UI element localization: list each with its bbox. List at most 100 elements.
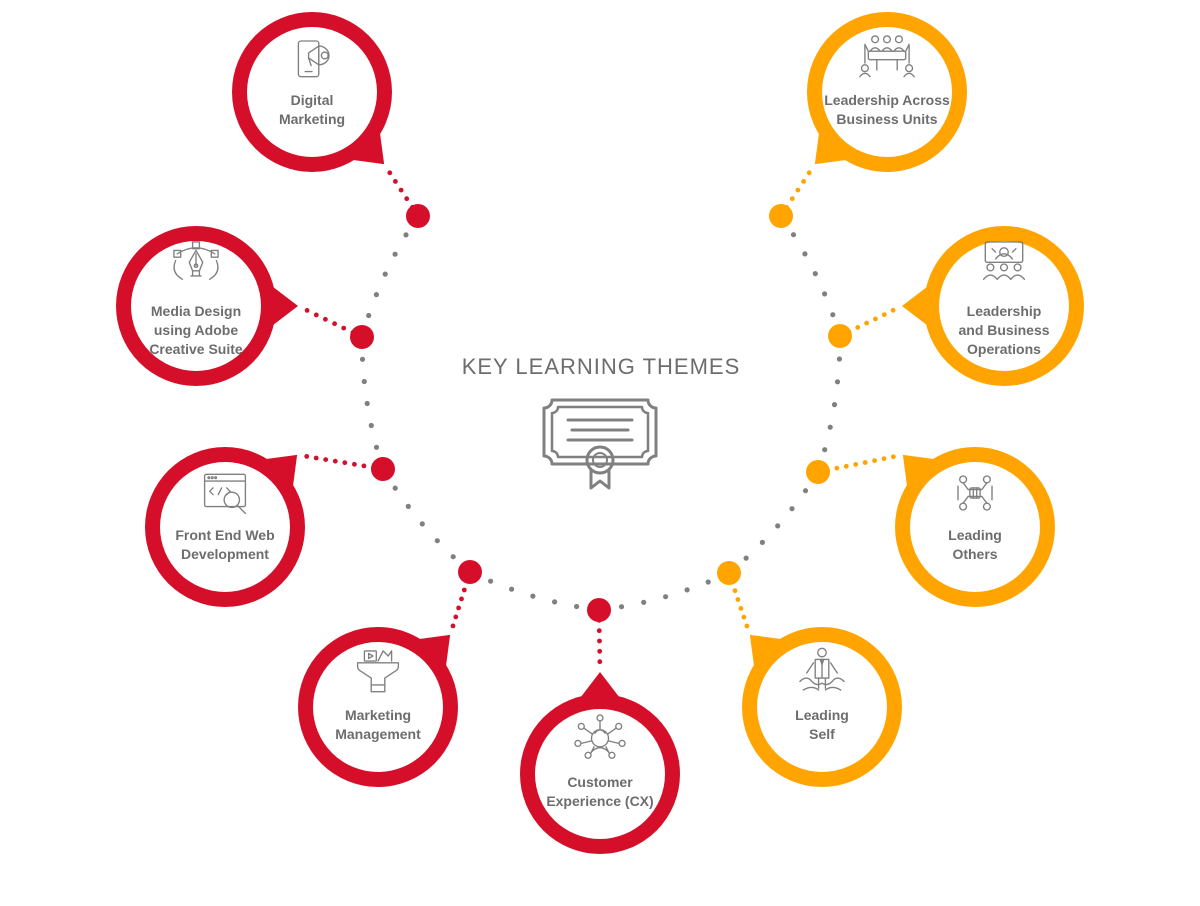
connector-dot: [744, 623, 750, 629]
theme-label-line: Marketing: [345, 707, 411, 723]
connector-lines: [304, 170, 896, 665]
theme-label-line: Customer: [567, 774, 633, 790]
theme-label-line: Creative Suite: [149, 341, 243, 357]
theme-label-line: Leading: [795, 707, 849, 723]
theme-label-line: Digital: [291, 92, 334, 108]
arc-dot: [405, 503, 411, 509]
bubble-inner: [822, 27, 952, 157]
connector-dot: [741, 614, 747, 620]
connector-dot: [323, 316, 328, 322]
arc-dot: [831, 402, 838, 408]
customer-network-icon: [574, 714, 626, 759]
arc-node-leading-self: [717, 561, 741, 585]
connector-dot: [789, 196, 795, 202]
arc-dot: [373, 444, 380, 450]
connector-dot: [735, 597, 741, 602]
code-window-icon: [203, 473, 247, 515]
arc-dot: [802, 488, 809, 494]
connector-dot: [323, 457, 329, 462]
arc-dot: [822, 291, 828, 297]
arc-dot: [392, 485, 398, 491]
bubble-inner: [160, 462, 290, 592]
arc-node-front-end-web: [371, 457, 395, 481]
arc-dot: [488, 578, 494, 584]
arc-dot: [392, 251, 398, 257]
connector-dot: [864, 320, 869, 326]
connector-dot: [843, 463, 849, 469]
arc-dot: [361, 378, 367, 385]
connector-dot: [872, 458, 877, 463]
connector-dot: [313, 455, 319, 461]
arc-node-leadership-operations: [828, 324, 852, 348]
arc-dot: [530, 593, 536, 599]
theme-label-line: and Business: [958, 322, 1049, 338]
arc-dot: [812, 271, 818, 277]
theme-label-line: Marketing: [279, 111, 345, 127]
arc-node-digital-marketing: [406, 204, 430, 228]
theme-label-line: Front End Web: [175, 527, 274, 543]
connector-dot: [342, 460, 348, 466]
connector-dot: [361, 463, 367, 469]
presentation-audience-icon: [982, 241, 1026, 280]
bubble-inner: [247, 27, 377, 157]
arc-dot: [789, 506, 795, 512]
arc-dot: [705, 579, 711, 585]
connector-dot: [596, 628, 602, 634]
certificate-icon: [542, 398, 658, 490]
arc-dot: [827, 424, 833, 430]
arc-dot: [450, 554, 456, 560]
connector-dot: [855, 325, 861, 330]
arc-dot: [366, 312, 372, 319]
theme-label-line: Development: [181, 546, 269, 562]
arc-dot: [419, 521, 425, 527]
diagram-title: KEY LEARNING THEMES: [462, 354, 741, 379]
bubble-inner: [535, 709, 665, 839]
connector-dot: [313, 312, 319, 318]
connector-dot: [304, 454, 310, 459]
theme-label-line: Media Design: [151, 303, 241, 319]
arc-dot: [403, 232, 409, 238]
arc-nodes: [350, 204, 852, 622]
connector-dot: [853, 462, 859, 467]
arc-node-leading-others: [806, 460, 830, 484]
arc-dot: [359, 356, 366, 362]
theme-label-line: Self: [809, 726, 835, 742]
connector-dot: [881, 456, 887, 462]
arc-node-media-design: [350, 325, 374, 349]
arc-dot: [684, 587, 690, 593]
connector-dot: [456, 605, 461, 611]
connector-dot: [459, 596, 464, 602]
theme-label-line: Leadership Across: [824, 92, 950, 108]
bubble-inner: [939, 241, 1069, 371]
theme-label-line: Leadership: [967, 303, 1042, 319]
theme-label-line: Leading: [948, 527, 1002, 543]
connector-dot: [806, 170, 812, 176]
arc-dot: [364, 400, 370, 407]
arc-dot: [822, 447, 828, 453]
connector-dot: [881, 312, 887, 317]
arc-dot: [373, 292, 379, 298]
theme-label-line: Experience (CX): [546, 793, 653, 809]
arc-node-customer-experience: [587, 598, 611, 622]
connector-dot: [597, 638, 602, 644]
meeting-table-icon: [859, 35, 915, 78]
connector-dot: [801, 179, 806, 184]
connector-dot: [738, 606, 744, 611]
arc-dot: [830, 312, 836, 318]
megaphone-phone-icon: [297, 40, 330, 78]
arc-node-marketing-management: [458, 560, 482, 584]
connector-dot: [795, 187, 801, 193]
arc-dot: [836, 356, 843, 362]
arc-dot: [618, 604, 625, 610]
arc-dot: [509, 586, 515, 592]
arc-dot: [552, 599, 558, 605]
bubble-inner: [757, 642, 887, 772]
arc-dot: [743, 555, 749, 561]
arc-dot: [775, 523, 781, 529]
